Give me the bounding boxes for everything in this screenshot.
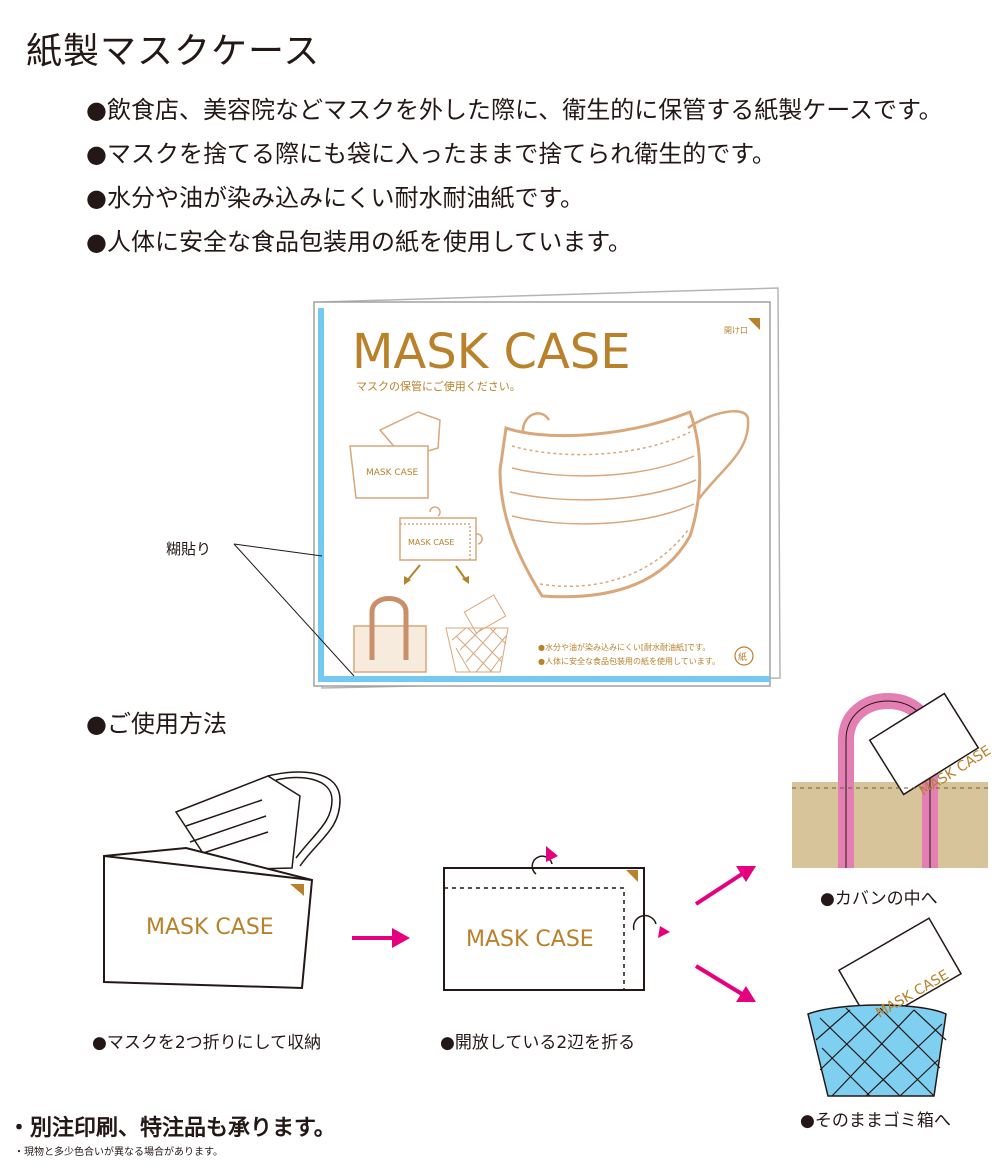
color-disclaimer: ・現物と多少色合いが異なる場合があります。 (14, 1147, 223, 1158)
step2-label: MASK CASE (466, 927, 594, 952)
bin-caption: ●そのままゴミ箱へ (800, 1111, 951, 1131)
feature-list: ●飲食店、美容院などマスクを外した際に、衛生的に保管する紙製ケースです。 ●マス… (86, 88, 943, 264)
recycle-mark-text: 紙 (738, 651, 747, 663)
mini-bin-icon (445, 594, 509, 673)
fold-arrow-top-icon (546, 846, 558, 862)
mini-bag-icon (353, 596, 427, 673)
open-label: 開け口 (724, 326, 748, 335)
package-brand: MASK CASE (352, 324, 631, 380)
feature-item: ●水分や油が染み込みにくい耐水耐油紙です。 (86, 184, 585, 212)
mini-case-with-mask-icon (349, 411, 441, 499)
step1-case-icon (103, 771, 341, 990)
mini-folded-case-label: MASK CASE (408, 538, 454, 547)
step2-open-corner-icon (626, 870, 638, 882)
step2-caption: ●開放している2辺を折る (440, 1033, 636, 1053)
glue-leader-line (233, 543, 355, 677)
package-note-2: ●人体に安全な食品包装用の紙を使用しています。 (538, 656, 720, 666)
step2-folded-case-icon (443, 855, 657, 991)
recycle-paper-icon (734, 646, 754, 666)
fold-arrow-side-icon (658, 926, 670, 938)
glue-leader-line (233, 543, 323, 557)
step1-open-corner-icon (290, 884, 304, 896)
custom-order-note: ・別注印刷、特注品も承ります。 (8, 1116, 336, 1141)
usage-heading: ●ご使用方法 (86, 710, 227, 738)
mini-folded-case-icon (399, 506, 483, 561)
mini-case-label: MASK CASE (366, 468, 419, 478)
open-corner-icon (748, 318, 760, 330)
bag-icon (792, 692, 988, 868)
feature-item: ●人体に安全な食品包装用の紙を使用しています。 (86, 228, 632, 256)
arrow-up-right-icon (694, 872, 744, 906)
package-note-1: ●水分や油が染み込みにくい[耐水耐油紙]です。 (538, 642, 710, 652)
step1-caption: ●マスクを2つ折りにして収納 (92, 1033, 322, 1053)
bag-caption: ●カバンの中へ (820, 889, 938, 909)
package-subtitle: マスクの保管にご使用ください。 (356, 379, 521, 393)
glue-strip-left (318, 308, 324, 682)
page-title: 紙製マスクケース (26, 31, 321, 72)
feature-item: ●飲食店、美容院などマスクを外した際に、衛生的に保管する紙製ケースです。 (86, 96, 943, 124)
mini-arrow-right-icon (455, 565, 467, 581)
trash-bin-icon (807, 917, 963, 1097)
mask-drawing-icon (498, 410, 750, 599)
glue-strip-bottom (318, 676, 770, 682)
arrow-down-right-icon (694, 964, 744, 996)
feature-item: ●マスクを捨てる際にも袋に入ったままで捨てられ衛生的です。 (86, 140, 776, 168)
step1-label: MASK CASE (146, 915, 274, 940)
glue-label: 糊貼り (166, 540, 212, 558)
